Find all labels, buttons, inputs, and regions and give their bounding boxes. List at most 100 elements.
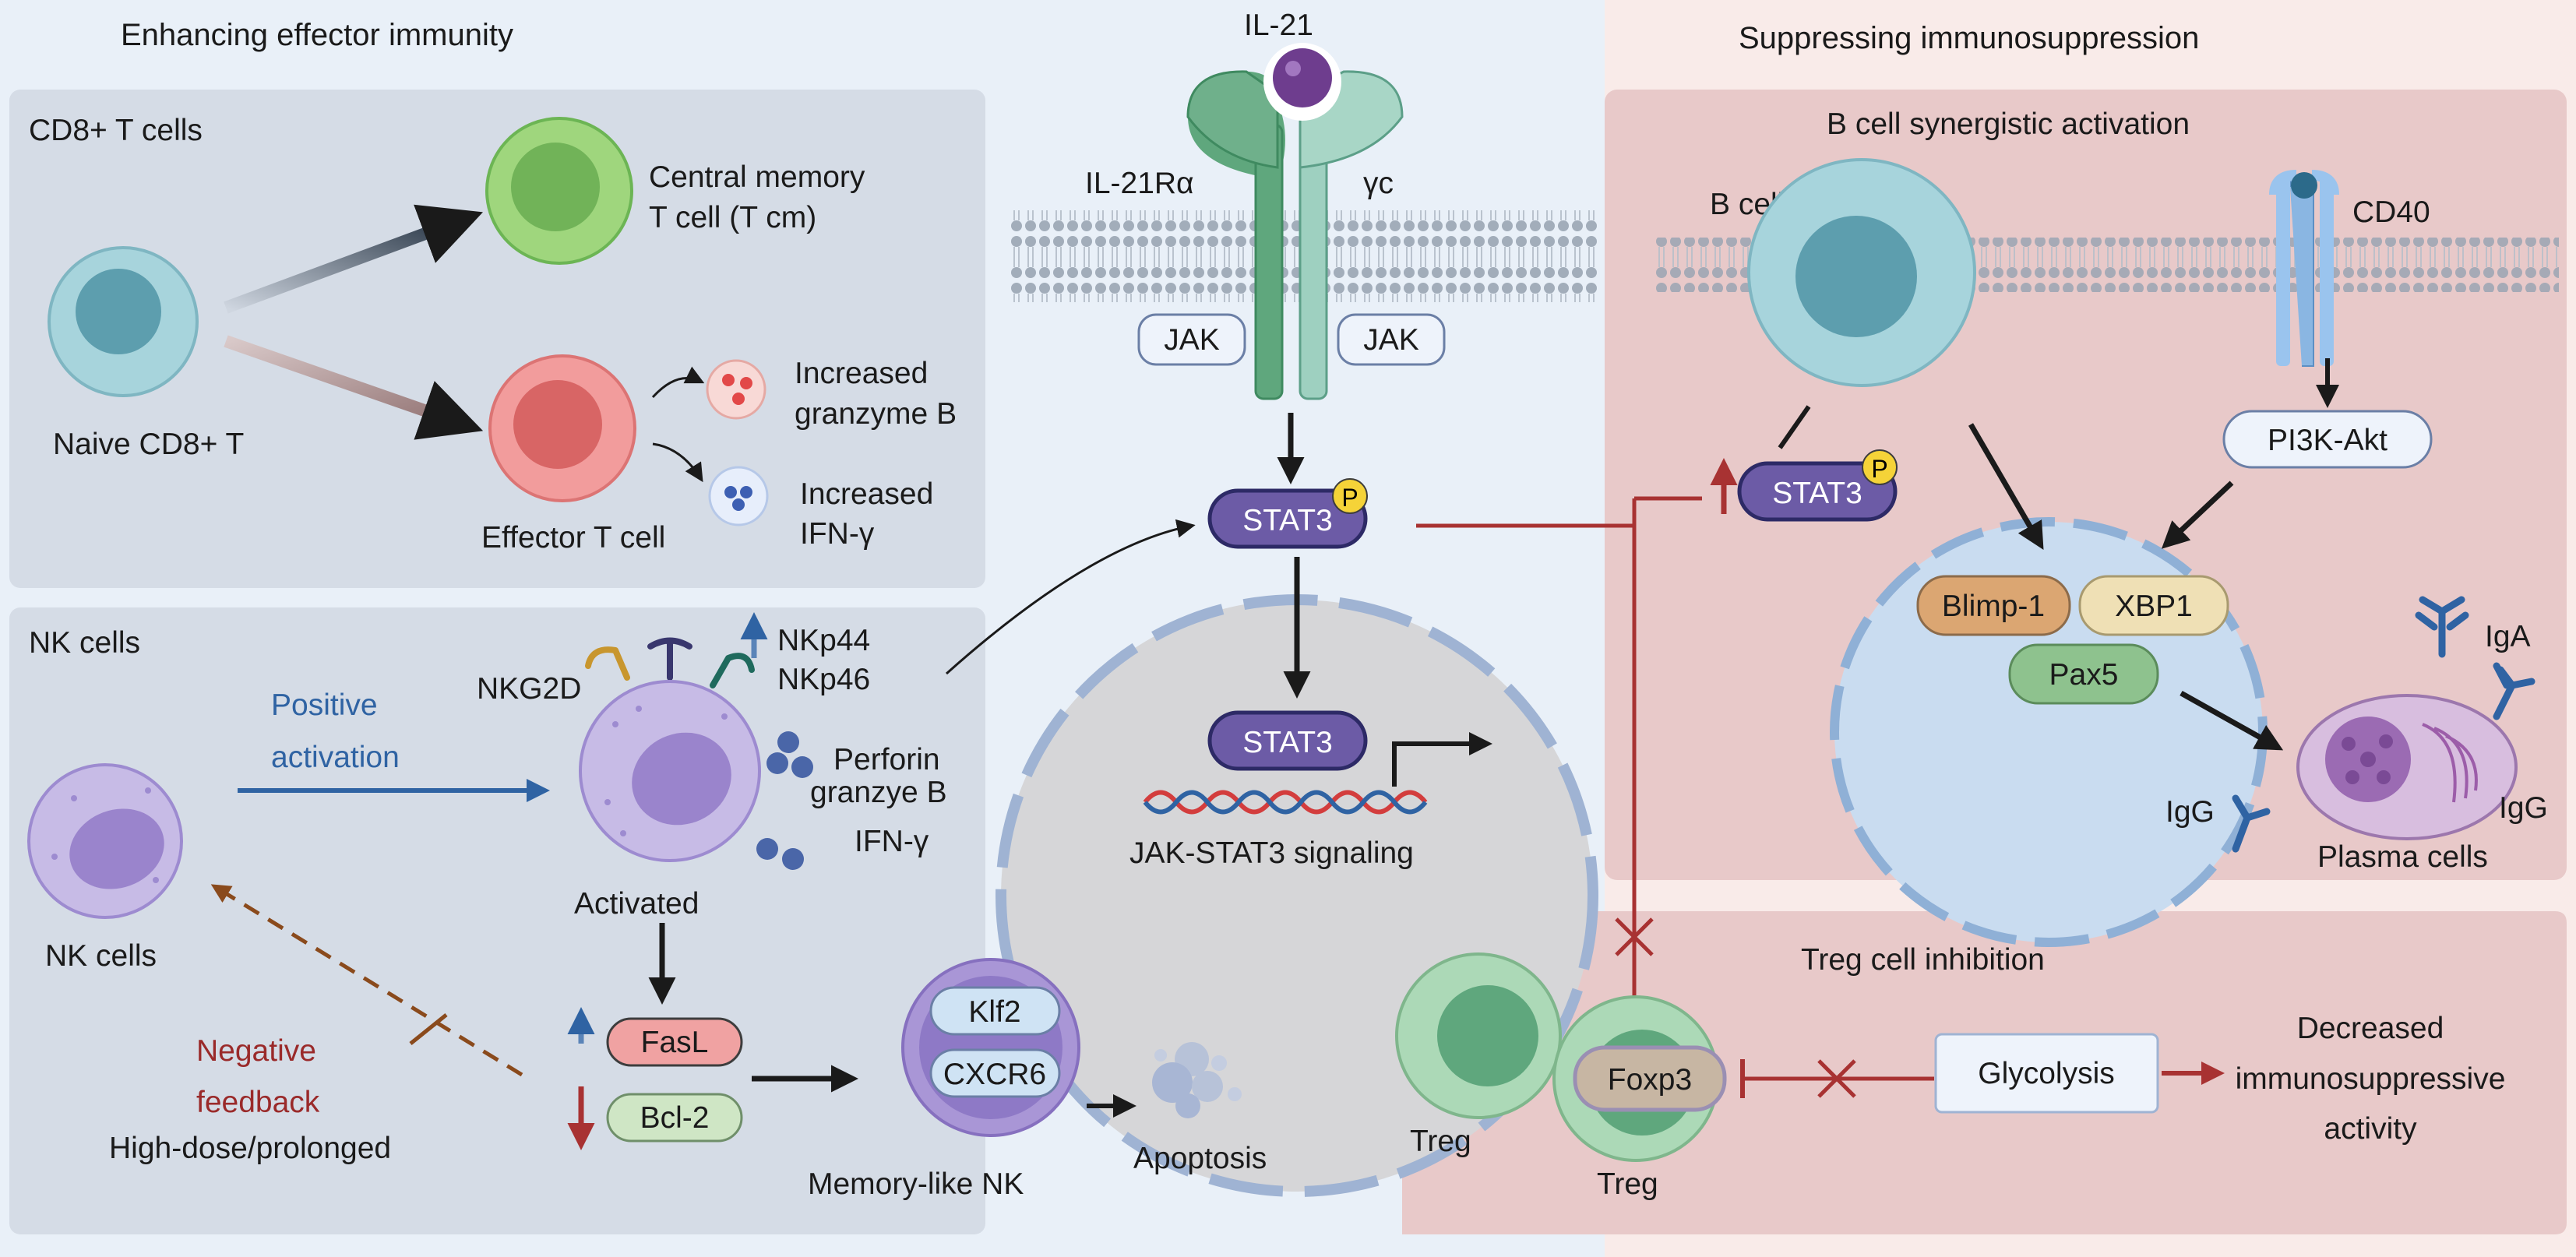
cxcr6-label: CXCR6 xyxy=(943,1058,1046,1091)
granzyme-label-2: granzyme B xyxy=(795,397,957,431)
bcl2-label: Bcl-2 xyxy=(640,1101,710,1135)
bcell-phospho-badge: P xyxy=(1862,449,1898,485)
ifng-label-1: Increased xyxy=(800,477,933,511)
blimp1-label: Blimp-1 xyxy=(1942,590,2045,623)
cd8-panel xyxy=(9,90,985,588)
il21r-alpha-label: IL-21Rα xyxy=(1085,167,1194,200)
dna-helix-icon xyxy=(1143,790,1428,815)
arrow-to-ifng xyxy=(652,442,703,483)
nkp46-label: NKp46 xyxy=(777,663,870,696)
naive-cd8-label: Naive CD8+ T xyxy=(53,428,244,461)
jak-stat3-signaling-label: JAK-STAT3 signaling xyxy=(1129,836,1414,870)
bcell-stat3-pill: STAT3 xyxy=(1737,461,1898,522)
treg-cell-left xyxy=(1395,952,1562,1119)
apoptosis-icon xyxy=(1152,1042,1242,1118)
section-title-right: Suppressing immunosuppression xyxy=(1739,21,2199,55)
glycolysis-box: Glycolysis xyxy=(1934,1033,2159,1114)
bcell-phospho-label: P xyxy=(1871,455,1887,483)
treg-left-label: Treg xyxy=(1410,1125,1471,1158)
arrow-negative-feedback xyxy=(210,884,523,1077)
ifng-nk-label: IFN-γ xyxy=(855,825,929,858)
granzyme-nk-label: granzye B xyxy=(810,776,947,809)
decreased-label-1: Decreased xyxy=(2297,1012,2444,1045)
decreased-label-2: immunosuppressive xyxy=(2236,1062,2506,1096)
bcell-stat3-label: STAT3 xyxy=(1772,477,1862,510)
naive-cd8-cell xyxy=(48,246,199,397)
nkp44-label: NKp44 xyxy=(777,624,870,657)
igg-left-label: IgG xyxy=(2165,795,2215,829)
pax5-label: Pax5 xyxy=(2049,658,2119,692)
jak-right-label: JAK xyxy=(1363,323,1419,357)
xbp1-pill: XBP1 xyxy=(2078,575,2229,636)
jak-left-pill: JAK xyxy=(1137,313,1246,366)
decreased-label-3: activity xyxy=(2324,1112,2417,1146)
granzyme-vesicle-icon xyxy=(706,359,766,420)
nk-cell xyxy=(27,763,183,919)
nk-panel-title: NK cells xyxy=(29,626,140,660)
arrow-nk-to-stat3 xyxy=(946,519,1196,675)
arrow-naive-to-effector xyxy=(224,335,484,440)
xbp1-label: XBP1 xyxy=(2115,590,2193,623)
ifng-vesicle-icon xyxy=(708,466,769,526)
fasl-pill: FasL xyxy=(606,1017,743,1067)
bcell-panel-title: B cell synergistic activation xyxy=(1827,107,2190,141)
positive-label-2: activation xyxy=(271,741,400,774)
plasma-cells-label: Plasma cells xyxy=(2317,840,2488,874)
plasma-cell xyxy=(2296,694,2518,840)
igg-right-label: IgG xyxy=(2499,791,2548,825)
foxp3-label: Foxp3 xyxy=(1608,1063,1692,1097)
treg-right-label: Treg xyxy=(1597,1167,1658,1201)
phospho-badge: P xyxy=(1332,478,1368,514)
iga-label: IgA xyxy=(2485,620,2531,653)
nk-cells-label: NK cells xyxy=(45,939,157,973)
il21-receptor xyxy=(1186,43,1404,400)
antibody-icons xyxy=(2232,596,2535,853)
cxcr6-pill: CXCR6 xyxy=(929,1048,1061,1098)
fasl-label: FasL xyxy=(641,1026,709,1059)
b-cell xyxy=(1747,158,1976,387)
blimp1-pill: Blimp-1 xyxy=(1916,575,2071,636)
gamma-c-label: γc xyxy=(1363,167,1394,200)
stat3-pill: STAT3 xyxy=(1207,488,1368,549)
granzyme-label-1: Increased xyxy=(795,357,928,390)
cd40-receptor-icon xyxy=(2269,170,2339,367)
arrow-bcell-to-nucleus xyxy=(1968,423,2044,551)
high-dose-label: High-dose/prolonged xyxy=(109,1132,391,1165)
phospho-label: P xyxy=(1341,484,1358,512)
stat3-nucleus-pill: STAT3 xyxy=(1207,710,1368,771)
jak-left-label: JAK xyxy=(1164,323,1220,357)
central-memory-label-2: T cell (T cm) xyxy=(649,201,816,234)
stat3-label: STAT3 xyxy=(1242,504,1333,537)
pi3k-label: PI3K-Akt xyxy=(2268,424,2387,457)
transcription-arrow xyxy=(1392,732,1492,787)
jak-right-pill: JAK xyxy=(1337,313,1446,366)
activated-nk-cell xyxy=(579,637,761,862)
foxp3-pill: Foxp3 xyxy=(1573,1045,1727,1112)
central-memory-cell xyxy=(485,117,633,265)
effector-t-cell xyxy=(488,354,636,502)
glycolysis-label: Glycolysis xyxy=(1978,1057,2115,1090)
il21-label: IL-21 xyxy=(1244,9,1313,42)
stat3-nucleus-label: STAT3 xyxy=(1242,726,1333,759)
pi3k-pill: PI3K-Akt xyxy=(2222,410,2433,469)
nkg2d-label: NKG2D xyxy=(477,672,581,706)
ifng-label-2: IFN-γ xyxy=(800,517,875,551)
positive-label-1: Positive xyxy=(271,688,378,722)
red-x-icon-bottom xyxy=(1817,1059,1856,1098)
negative-feedback-bar xyxy=(409,1013,448,1045)
arrow-to-granzyme xyxy=(651,366,705,399)
klf2-pill: Klf2 xyxy=(929,986,1061,1036)
cd40-label: CD40 xyxy=(2352,195,2430,229)
bcl2-pill: Bcl-2 xyxy=(606,1093,743,1143)
apoptosis-label: Apoptosis xyxy=(1133,1142,1267,1175)
klf2-label: Klf2 xyxy=(968,995,1020,1029)
treg-panel-title: Treg cell inhibition xyxy=(1801,943,2045,977)
effector-t-label: Effector T cell xyxy=(481,521,665,555)
perforin-granules-icon xyxy=(756,731,813,870)
central-memory-label-1: Central memory xyxy=(649,160,865,194)
arrow-naive-to-memory xyxy=(224,204,483,314)
negative-label-2: feedback xyxy=(196,1086,320,1119)
cd8-panel-title: CD8+ T cells xyxy=(29,114,203,147)
pax5-pill: Pax5 xyxy=(2008,643,2159,705)
